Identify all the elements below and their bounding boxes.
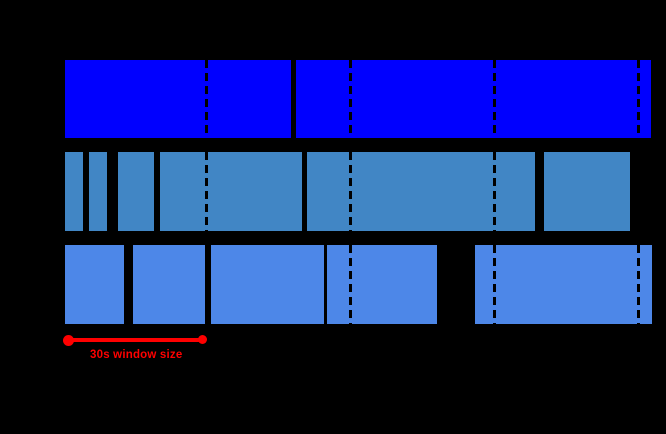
stream-row-2-segment xyxy=(89,152,107,231)
stream-row-2-segment xyxy=(118,152,154,231)
window-boundary-dashed-line xyxy=(636,245,640,324)
stream-row-3-segment xyxy=(133,245,205,324)
stream-row-3-segment xyxy=(65,245,124,324)
stream-row-3 xyxy=(0,245,666,324)
window-boundary-dashed-line xyxy=(204,152,208,231)
stream-row-2-segment xyxy=(307,152,535,231)
stream-row-2-segment xyxy=(160,152,302,231)
stream-row-1-segment xyxy=(65,60,291,138)
window-size-label: 30s window size xyxy=(90,349,183,361)
stream-row-2-segment xyxy=(544,152,630,231)
stream-row-3-segment xyxy=(327,245,437,324)
window-boundary-dashed-line xyxy=(492,152,496,231)
measure-right-endpoint-dot xyxy=(197,334,207,344)
stream-row-3-segment xyxy=(475,245,652,324)
measure-left-endpoint-dot xyxy=(62,334,74,346)
window-boundary-dashed-line xyxy=(492,245,496,324)
window-boundary-dashed-line xyxy=(348,60,352,138)
window-boundary-dashed-line xyxy=(348,152,352,231)
stream-row-1 xyxy=(0,60,666,138)
window-boundary-dashed-line xyxy=(492,60,496,138)
window-boundary-dashed-line xyxy=(204,60,208,138)
stream-row-1-segment xyxy=(296,60,651,138)
stream-row-3-segment xyxy=(211,245,324,324)
stream-row-2-segment xyxy=(65,152,83,231)
stream-row-2 xyxy=(0,152,666,231)
measure-arrow-line xyxy=(68,338,203,342)
window-boundary-dashed-line xyxy=(348,245,352,324)
window-boundary-dashed-line xyxy=(636,60,640,138)
